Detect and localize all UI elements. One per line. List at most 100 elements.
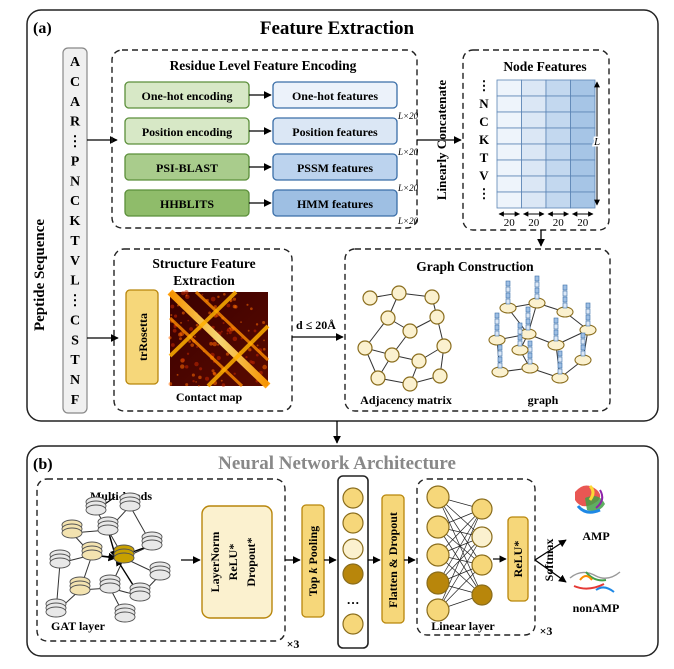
adjacency-graph-drawing	[357, 285, 452, 392]
graph-node-feature	[580, 338, 586, 345]
graph-node-feature	[562, 296, 568, 303]
linear-repeat-label: ×3	[540, 624, 553, 638]
panel-a-title: Feature Extraction	[260, 18, 415, 39]
node-feature-cell	[545, 159, 571, 177]
graph-node-feature	[527, 346, 533, 353]
sequence-residue: C	[70, 75, 80, 90]
feature-graph-drawing	[488, 275, 597, 384]
flatten-dropout-block	[381, 494, 405, 624]
pooled-node	[342, 538, 364, 560]
hmm-features-box	[272, 189, 398, 217]
mlp-connection	[437, 536, 483, 611]
concatenate-label: Linearly Concatenate	[434, 80, 449, 200]
adjacency-node	[436, 338, 452, 354]
amp-structure-image	[575, 484, 605, 514]
panel-b-title: Neural Network Architecture	[218, 453, 456, 474]
node-features-title: Node Features	[503, 59, 586, 74]
relu-label-1: ReLU*	[226, 544, 240, 581]
adjacency-matrix-label: Adjacency matrix	[360, 393, 452, 407]
adjacency-node	[357, 340, 373, 356]
adjacency-node	[380, 310, 396, 326]
graph-node-feature	[534, 293, 540, 300]
top-k-pooling-block	[301, 504, 325, 618]
panel-a-border	[26, 9, 659, 422]
graph-node	[551, 372, 569, 384]
graph-node-feature	[494, 324, 500, 331]
node-feature-cell	[545, 127, 571, 145]
sequence-residue: T	[70, 353, 80, 368]
gat-node-disk	[119, 500, 141, 512]
sequence-residue: S	[71, 333, 79, 348]
distance-threshold-label: d ≤ 20Å	[296, 318, 336, 332]
graph-node-feature	[497, 356, 503, 363]
graph-node-feature	[517, 334, 523, 341]
graph-node-feature	[497, 362, 503, 369]
flatten-dropout-label: Flatten & Dropout	[386, 512, 400, 608]
node-residue: K	[479, 132, 490, 147]
gat-node-disk	[99, 582, 121, 594]
nonamp-label: nonAMP	[573, 601, 620, 615]
graph-node-feature	[497, 344, 503, 351]
graph-node-feature	[534, 275, 540, 282]
graph-node-feature	[557, 362, 563, 369]
gat-node-disk	[81, 549, 103, 561]
node-feature-cell	[521, 79, 547, 97]
graph-node-feature	[562, 284, 568, 291]
sequence-residue: L	[70, 274, 79, 289]
contact-map-image	[167, 289, 271, 389]
graph-node-feature	[580, 344, 586, 351]
mlp-connection	[437, 496, 483, 566]
graph-node-feature	[517, 328, 523, 335]
gat-node-disk	[85, 504, 107, 516]
graph-construction-group	[344, 248, 611, 412]
node-feature-cell	[570, 127, 596, 145]
graph-construction-title: Graph Construction	[416, 259, 534, 274]
arrow-to-amp	[534, 539, 567, 561]
mlp-connection	[437, 526, 483, 596]
gat-repeat-label: ×3	[287, 637, 300, 651]
node-residue: ⋮	[478, 186, 491, 201]
sequence-residue: ⋮	[68, 135, 82, 150]
hhblits-label: HHBLITS	[160, 197, 214, 211]
sequence-residue: P	[71, 154, 80, 169]
sequence-residue: T	[70, 234, 80, 249]
position-features-box	[272, 117, 398, 145]
graph-node	[499, 302, 517, 314]
gat-graph-drawing	[45, 492, 171, 623]
softmax-label: Softmax	[542, 539, 556, 582]
graph-node-feature	[525, 318, 531, 325]
node-feature-cell	[496, 95, 522, 113]
graph-node-feature	[557, 350, 563, 357]
node-feature-cell	[570, 111, 596, 129]
graph-node-feature	[494, 330, 500, 337]
residue-encoding-group	[111, 49, 418, 229]
graph-node-feature	[553, 317, 559, 324]
adjacency-node	[362, 290, 378, 306]
graph-node-feature	[553, 335, 559, 342]
contact-map-label: Contact map	[176, 390, 243, 404]
graph-node-feature	[580, 350, 586, 357]
node-features-group	[462, 49, 610, 231]
panel-b-border	[26, 445, 659, 657]
gat-node-disk	[113, 552, 135, 564]
graph-node-feature	[585, 308, 591, 315]
adjacency-node	[429, 309, 445, 325]
sequence-residue: A	[70, 95, 81, 110]
encoding-row-hhblits: HHBLITS HMM features L×20	[124, 189, 419, 226]
graph-node-feature	[585, 302, 591, 309]
graph-node-feature	[525, 324, 531, 331]
structure-title-line-2: Extraction	[173, 273, 235, 288]
node-feature-cell	[521, 95, 547, 113]
pooled-node	[342, 487, 364, 509]
node-feature-cell	[496, 79, 522, 97]
node-feature-cell	[521, 159, 547, 177]
node-width-label: 20	[504, 217, 516, 229]
mlp-input-neuron	[426, 571, 450, 595]
gat-node-disk	[114, 611, 136, 623]
graph-node-feature	[494, 312, 500, 319]
gat-node-disk	[129, 590, 151, 602]
sequence-residue: N	[70, 174, 80, 189]
